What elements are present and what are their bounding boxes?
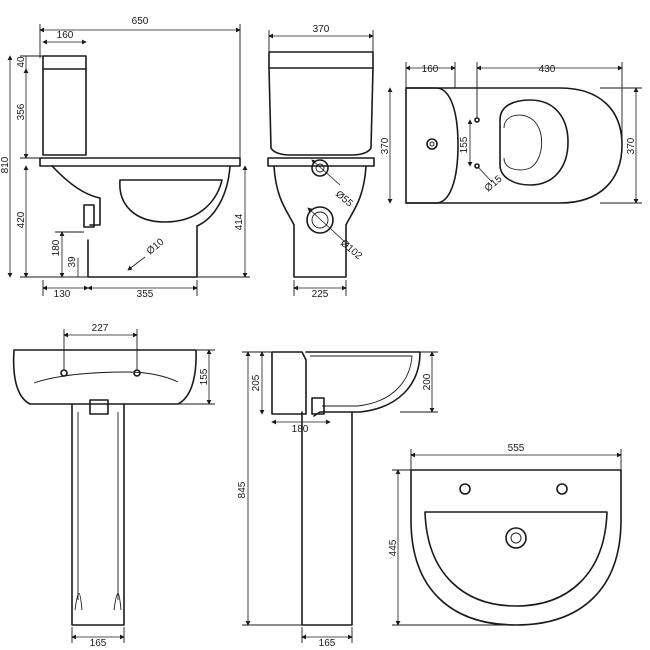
dim-tap-spacing: 227 xyxy=(92,323,109,334)
fixing-hole-upper xyxy=(474,117,480,123)
tap-hole-top-left xyxy=(459,483,471,495)
dim-fixing-hole: Ø10 xyxy=(145,236,167,257)
dim-waste-height: 180 xyxy=(51,239,62,256)
outlet-hole xyxy=(306,206,334,234)
pan-outline-top xyxy=(405,87,623,204)
pedestal-side xyxy=(301,411,353,626)
dim-front-width: 370 xyxy=(313,24,330,35)
waste-outlet xyxy=(83,204,95,228)
dim-overall-height: 810 xyxy=(0,156,11,173)
basin-front xyxy=(12,349,197,405)
dim-cistern-height: 356 xyxy=(16,103,27,120)
basin-bowl-side xyxy=(305,351,421,417)
pedestal-front xyxy=(71,403,125,626)
dim-top-width-right: 370 xyxy=(626,137,637,154)
dim-top-width-left: 370 xyxy=(380,137,391,154)
basin-front-view: 227 155 165 xyxy=(12,323,215,649)
pan-front xyxy=(273,165,367,278)
seat-front xyxy=(267,157,375,167)
waste-front xyxy=(89,399,109,415)
dim-pan-height: 420 xyxy=(16,211,27,228)
tap-hole-top-right xyxy=(556,483,568,495)
basin-outline-top xyxy=(410,469,622,626)
tap-hole-left xyxy=(60,369,68,377)
plughole xyxy=(505,527,527,549)
dim-bowl-height: 200 xyxy=(422,373,433,390)
basin-bowl-top xyxy=(424,511,608,607)
dim-projection: 180 xyxy=(292,424,309,435)
toilet-side-view: 650 160 810 40 356 420 180 39 130 355 Ø1… xyxy=(0,16,250,300)
dim-hole-spacing: 155 xyxy=(459,136,470,153)
toilet-top-view: 160 430 370 370 155 Ø15 xyxy=(380,62,642,204)
dim-rim-height: 414 xyxy=(234,213,245,230)
dim-overall-width: 650 xyxy=(132,16,149,27)
dim-side-pedestal: 165 xyxy=(319,638,336,649)
dim-foot-width: 225 xyxy=(312,289,329,300)
dim-top-pan: 430 xyxy=(539,64,556,75)
cistern-top xyxy=(405,87,459,204)
dim-back-height: 205 xyxy=(251,374,262,391)
dim-top-cistern: 160 xyxy=(422,64,439,75)
basin-side-view: 205 200 180 845 165 xyxy=(237,351,438,649)
dim-waste-pipe: 39 xyxy=(67,256,78,268)
dim-hole-dia: Ø15 xyxy=(483,173,505,194)
dim-basin-height: 155 xyxy=(199,368,210,385)
dim-basin-width: 555 xyxy=(508,443,525,454)
dim-basin-depth: 445 xyxy=(388,539,399,556)
bowl-top xyxy=(499,99,569,186)
flush-button xyxy=(426,138,438,150)
dim-waste-offset: 130 xyxy=(54,289,71,300)
cistern-lid xyxy=(42,55,87,70)
cistern-body xyxy=(42,68,87,156)
toilet-front-view: 370 Ø55 Ø102 225 xyxy=(267,24,375,300)
basin-back xyxy=(271,351,307,415)
waste-side xyxy=(311,397,325,415)
dim-cistern-depth: 160 xyxy=(57,30,74,41)
basin-top-view: 555 445 xyxy=(388,443,622,626)
dim-pan-length: 355 xyxy=(137,289,154,300)
fixing-hole-lower xyxy=(474,163,480,169)
dim-inlet: Ø55 xyxy=(333,189,355,210)
seat xyxy=(39,157,241,167)
cistern-lid-front xyxy=(268,51,374,69)
dim-outlet: Ø102 xyxy=(338,238,364,262)
dim-cistern-lid: 40 xyxy=(16,56,27,68)
inlet-hole xyxy=(311,159,329,177)
tap-hole-right xyxy=(133,369,141,377)
trap xyxy=(51,165,101,226)
dim-overall-height-basin: 845 xyxy=(237,481,248,498)
dim-front-pedestal: 165 xyxy=(90,638,107,649)
cistern-front xyxy=(268,67,374,156)
bowl-front xyxy=(119,179,223,223)
pan-foot xyxy=(87,165,231,278)
